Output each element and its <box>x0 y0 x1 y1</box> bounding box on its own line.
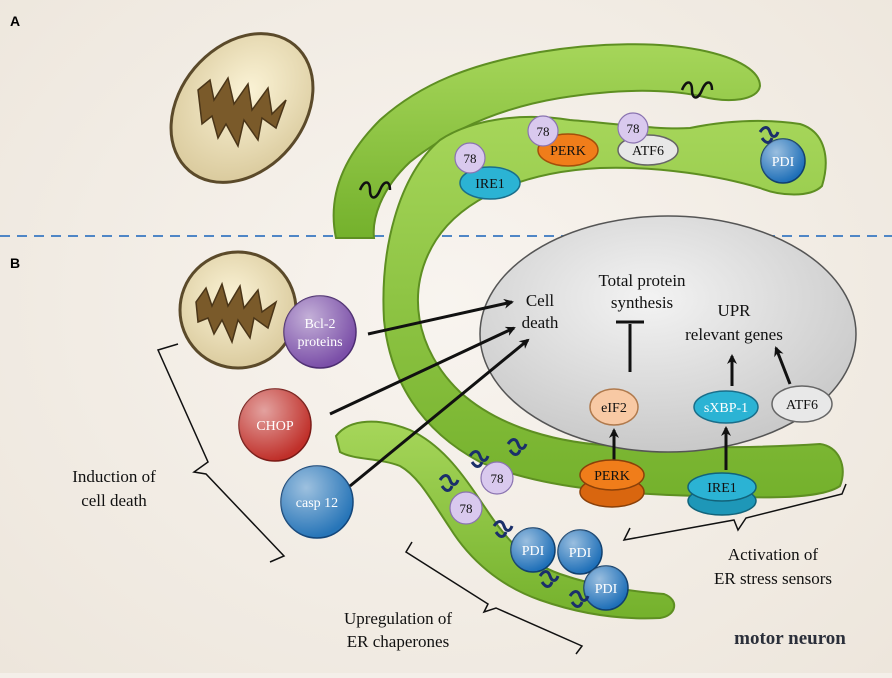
unfolded-protein-icon-2 <box>468 450 490 468</box>
atf6-bottom-label: ATF6 <box>786 398 818 413</box>
mitochondrion-bottom <box>178 250 298 370</box>
total-protein-label-line2: synthesis <box>611 293 673 312</box>
grp78-bottom-2: 78 <box>449 491 483 525</box>
motor-neuron-label: motor neuron <box>734 628 846 649</box>
atf6-bottom: ATF6 <box>771 385 833 423</box>
arrow-chop-to-death <box>329 326 516 416</box>
upr-label-line1: UPR <box>717 301 751 320</box>
bcl2-label-line1: Bcl-2 <box>304 317 335 332</box>
upregulation-label-line1: Upregulation of <box>344 609 452 628</box>
misfolded-protein-squiggle-2 <box>680 81 714 99</box>
cell-death-label-line1: Cell <box>526 291 555 310</box>
ire1-top: IRE1 <box>459 166 521 200</box>
total-protein-label-line1: Total protein <box>598 271 686 290</box>
atf6-top-label: ATF6 <box>632 144 664 159</box>
bracket-activation <box>622 483 847 542</box>
chop-label: CHOP <box>256 419 294 434</box>
unfolded-protein-icon-group <box>438 438 590 608</box>
pdi-bottom-1: PDI <box>510 527 556 573</box>
casp12-label: casp 12 <box>296 496 338 511</box>
arrow-bcl2-to-death <box>367 298 514 336</box>
pdi-top: PDI <box>760 138 806 184</box>
bcl2-proteins: Bcl-2 proteins <box>283 295 357 369</box>
bracket-upregulation <box>404 541 584 655</box>
er-bottom-lobe <box>334 420 675 620</box>
grp78-top-3-label: 78 <box>627 121 640 136</box>
sxbp1: sXBP-1 <box>693 390 759 424</box>
chop: CHOP <box>238 388 312 462</box>
bracket-induction <box>156 343 286 563</box>
nucleus <box>479 215 857 453</box>
upregulation-label-line2: ER chaperones <box>347 632 449 651</box>
grp78-top-1-label: 78 <box>464 151 477 166</box>
induction-label-line1: Induction of <box>72 467 156 486</box>
pdi-bottom-1-label: PDI <box>522 544 545 559</box>
casp12: casp 12 <box>280 465 354 539</box>
upr-label-line2: relevant genes <box>685 325 783 344</box>
ire1-bottom: IRE1 <box>687 472 757 516</box>
misfolded-protein-squiggle-1 <box>358 181 392 199</box>
pdi-top-label: PDI <box>772 155 795 170</box>
grp78-top-2-label: 78 <box>537 124 550 139</box>
unfolded-protein-icon-5 <box>538 570 560 588</box>
pdi-bottom-2-label: PDI <box>569 546 592 561</box>
induction-label-line2: cell death <box>81 491 147 510</box>
unfolded-protein-icon-4 <box>492 520 514 538</box>
bcl2-label-line2: proteins <box>297 335 342 350</box>
arrow-atf6-to-upr <box>774 346 792 385</box>
panel-label-b: B <box>10 255 20 271</box>
grp78-bottom-1: 78 <box>480 461 514 495</box>
eif2: eIF2 <box>589 388 639 426</box>
perk-bottom: PERK <box>579 459 645 508</box>
cell-death-label-line2: death <box>522 313 559 332</box>
unfolded-protein-icon-top <box>758 126 780 144</box>
ire1-top-label: IRE1 <box>475 177 505 192</box>
ire1-bottom-label: IRE1 <box>707 481 737 496</box>
unfolded-protein-icon-6 <box>568 590 590 608</box>
grp78-top-1: 78 <box>454 142 486 174</box>
unfolded-protein-icon-3 <box>506 438 528 456</box>
perk-top-label: PERK <box>550 144 586 159</box>
grp78-bottom-1-label: 78 <box>491 471 504 486</box>
pdi-bottom-3-label: PDI <box>595 582 618 597</box>
grp78-top-2: 78 <box>527 115 559 147</box>
mitochondrion-top <box>169 32 315 184</box>
activation-label-line1: Activation of <box>728 545 819 564</box>
sxbp1-label: sXBP-1 <box>704 401 748 416</box>
activation-label-line2: ER stress sensors <box>714 569 832 588</box>
arrow-casp12-to-death <box>349 338 530 488</box>
eif2-label: eIF2 <box>601 401 627 416</box>
perk-bottom-label: PERK <box>594 469 630 484</box>
grp78-bottom-2-label: 78 <box>460 501 473 516</box>
pdi-bottom-3: PDI <box>583 565 629 611</box>
unfolded-protein-icon-1 <box>438 474 460 492</box>
panel-label-a: A <box>10 13 20 29</box>
pdi-bottom-2: PDI <box>557 529 603 575</box>
grp78-top-3: 78 <box>617 112 649 144</box>
